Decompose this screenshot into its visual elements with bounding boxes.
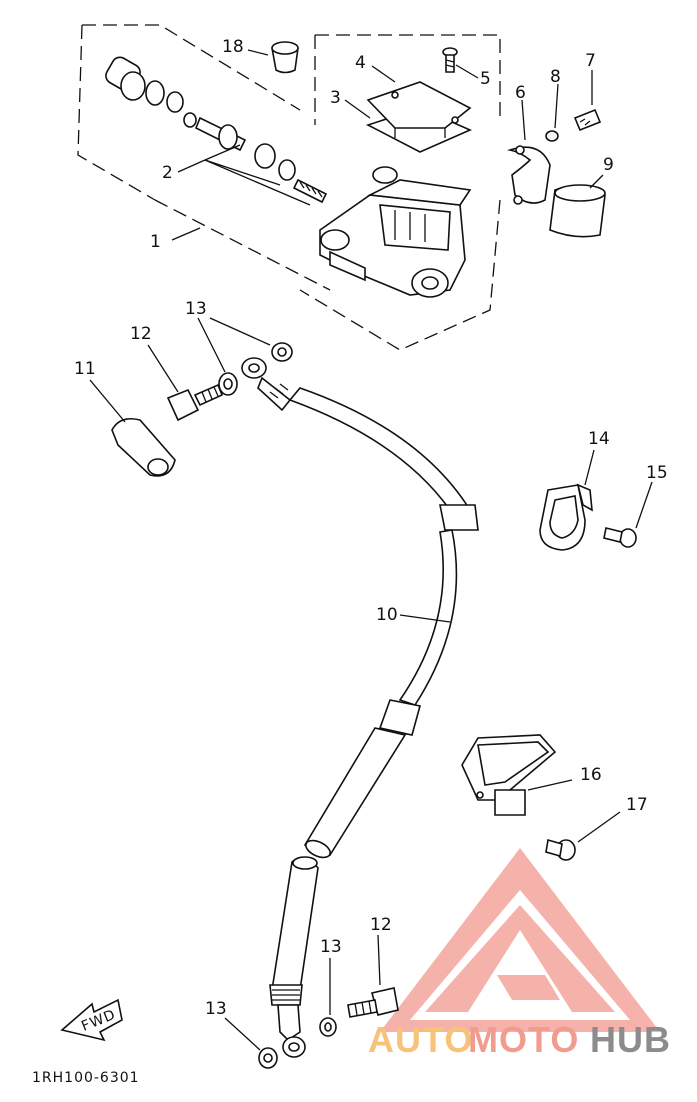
callout-14: 14 [588, 429, 610, 449]
leader-lines [89, 49, 653, 1051]
watermark-text: AUTO MOTO HUB [368, 1019, 671, 1060]
callout-12a: 12 [130, 324, 152, 344]
union-bolt-top [166, 383, 224, 422]
callout-7: 7 [585, 51, 596, 71]
callout-18: 18 [222, 37, 244, 57]
callout-3: 3 [330, 88, 341, 108]
watermark-part2: MOTO [468, 1019, 579, 1060]
callout-16: 16 [580, 765, 602, 785]
callout-1: 1 [150, 232, 161, 252]
hose-holder [539, 483, 637, 551]
copper-washers-top [218, 342, 293, 396]
reservoir-cap [365, 81, 472, 153]
callout-2: 2 [162, 163, 173, 183]
callout-4: 4 [355, 53, 366, 73]
callout-6: 6 [515, 83, 526, 103]
union-bolt-bottom [258, 987, 399, 1069]
callout-17: 17 [626, 795, 648, 815]
assembly-boundary [77, 24, 501, 351]
callout-8: 8 [550, 67, 561, 87]
callout-13c: 13 [205, 999, 227, 1019]
callout-12b: 12 [370, 915, 392, 935]
brake-hose [241, 357, 479, 1058]
watermark-part1: AUTO [368, 1019, 473, 1060]
diagram-code: 1RH100-6301 [32, 1070, 140, 1086]
handlebar-clamp [506, 108, 606, 238]
callout-labels: 1 2 3 4 5 6 7 8 9 10 11 12 12 13 13 13 1… [74, 37, 668, 1019]
callout-13b: 13 [320, 937, 342, 957]
union-bolt-cover [111, 417, 176, 477]
master-cylinder-body [319, 166, 472, 298]
piston-kit [105, 56, 328, 204]
callout-11: 11 [74, 359, 96, 379]
rubber-cap [271, 41, 299, 74]
callout-10: 10 [376, 605, 398, 625]
hose-bracket [461, 734, 576, 861]
callout-5: 5 [480, 69, 491, 89]
callout-9: 9 [603, 155, 614, 175]
forward-arrow: FWD [60, 998, 123, 1042]
callout-13a: 13 [185, 299, 207, 319]
watermark-part3: HUB [590, 1019, 671, 1060]
watermark-logo [380, 848, 660, 1032]
callout-15: 15 [646, 463, 668, 483]
cap-screw [442, 47, 458, 73]
